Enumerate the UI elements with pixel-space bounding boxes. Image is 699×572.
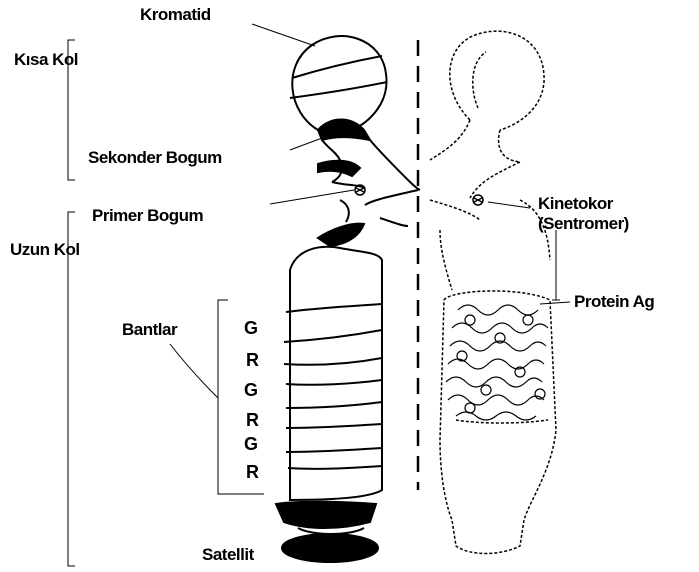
label-sekonder-bogum: Sekonder Bogum bbox=[88, 148, 222, 168]
right-chromatid bbox=[430, 31, 556, 553]
label-uzun-kol: Uzun Kol bbox=[10, 240, 80, 260]
band-label: R bbox=[246, 350, 259, 370]
protein-network bbox=[446, 305, 548, 420]
label-protein-ag: Protein Ag bbox=[574, 292, 654, 312]
kinetochore-marker bbox=[473, 195, 483, 205]
left-chromatid bbox=[276, 36, 420, 562]
label-bantlar: Bantlar bbox=[122, 320, 177, 340]
short-arm-head bbox=[292, 36, 386, 130]
label-kromatid: Kromatid bbox=[140, 5, 211, 25]
label-primer-bogum: Primer Bogum bbox=[92, 206, 203, 226]
satellite-body bbox=[282, 534, 378, 562]
long-arm-body bbox=[290, 247, 382, 500]
band-label: G bbox=[244, 318, 258, 338]
band-label: G bbox=[244, 380, 258, 400]
label-kinetokor: Kinetokor bbox=[538, 194, 613, 214]
band-label: R bbox=[246, 462, 259, 482]
band-label: G bbox=[244, 434, 258, 454]
band-label: R bbox=[246, 410, 259, 430]
label-sentromer: (Sentromer) bbox=[538, 214, 629, 234]
label-satellit: Satellit bbox=[202, 545, 254, 565]
label-kisa-kol: Kısa Kol bbox=[14, 50, 78, 70]
